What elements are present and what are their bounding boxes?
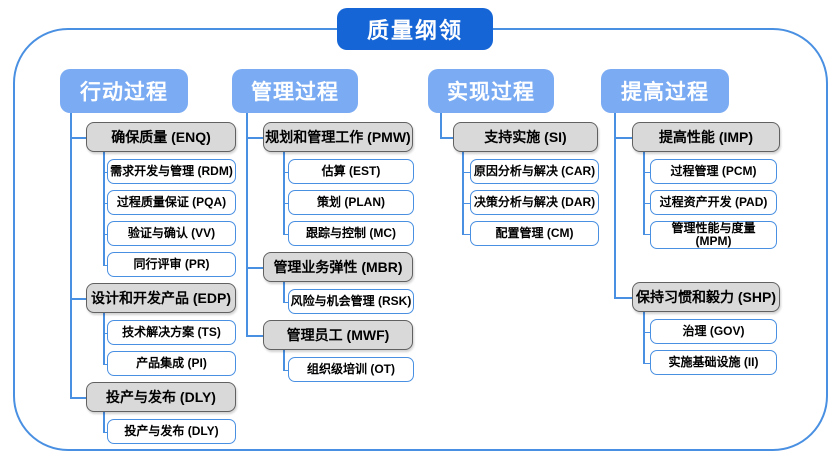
branch-line xyxy=(462,233,470,235)
trunk-line xyxy=(103,313,105,364)
process-column-header: 行动过程 xyxy=(60,69,188,113)
group-node: 规划和管理工作 (PMW) xyxy=(263,122,413,152)
sub-node: 配置管理 (CM) xyxy=(470,221,599,246)
branch-line xyxy=(614,297,632,299)
branch-line xyxy=(70,137,86,139)
sub-node: 跟踪与控制 (MC) xyxy=(288,221,414,246)
sub-node: 过程管理 (PCM) xyxy=(650,159,777,184)
sub-node: 技术解决方案 (TS) xyxy=(107,320,236,345)
trunk-line xyxy=(283,152,285,234)
sub-node: 估算 (EST) xyxy=(288,159,414,184)
group-node: 提高性能 (IMP) xyxy=(632,122,780,152)
sub-node: 过程资产开发 (PAD) xyxy=(650,190,777,215)
branch-line xyxy=(103,264,107,266)
group-node: 保持习惯和毅力 (SHP) xyxy=(632,282,780,312)
branch-line xyxy=(643,331,650,333)
branch-line xyxy=(283,369,288,371)
trunk-line xyxy=(283,282,285,302)
sub-node: 需求开发与管理 (RDM) xyxy=(107,159,236,184)
branch-line xyxy=(283,233,288,235)
process-column-header: 管理过程 xyxy=(232,69,358,113)
trunk-line xyxy=(440,113,442,137)
trunk-line xyxy=(462,152,464,234)
group-node: 确保质量 (ENQ) xyxy=(86,122,236,152)
branch-line xyxy=(103,171,107,173)
branch-line xyxy=(462,171,470,173)
branch-line xyxy=(462,202,470,204)
branch-line xyxy=(246,137,263,139)
trunk-line xyxy=(614,113,616,297)
sub-node: 原因分析与解决 (CAR) xyxy=(470,159,599,184)
branch-line xyxy=(283,301,288,303)
sub-node: 决策分析与解决 (DAR) xyxy=(470,190,599,215)
group-node: 设计和开发产品 (EDP) xyxy=(86,283,236,313)
branch-line xyxy=(103,233,107,235)
branch-line xyxy=(643,171,650,173)
sub-node: 组织级培训 (OT) xyxy=(288,357,414,382)
branch-line xyxy=(614,137,632,139)
branch-line xyxy=(103,431,107,433)
process-column-header: 实现过程 xyxy=(428,69,554,113)
trunk-line xyxy=(643,152,645,234)
group-node: 支持实施 (SI) xyxy=(453,122,598,152)
sub-node: 风险与机会管理 (RSK) xyxy=(288,289,414,314)
sub-node: 同行评审 (PR) xyxy=(107,252,236,277)
trunk-line xyxy=(103,412,105,432)
sub-node: 验证与确认 (VV) xyxy=(107,221,236,246)
branch-line xyxy=(70,298,86,300)
sub-node: 投产与发布 (DLY) xyxy=(107,419,236,444)
trunk-line xyxy=(103,152,105,265)
sub-node: 治理 (GOV) xyxy=(650,319,777,344)
branch-line xyxy=(283,171,288,173)
branch-line xyxy=(440,137,453,139)
trunk-line xyxy=(283,350,285,370)
group-node: 管理员工 (MWF) xyxy=(263,320,413,350)
branch-line xyxy=(103,363,107,365)
trunk-line xyxy=(70,113,72,397)
branch-line xyxy=(246,267,263,269)
sub-node: 管理性能与度量 (MPM) xyxy=(650,221,777,250)
branch-line xyxy=(103,332,107,334)
trunk-line xyxy=(246,113,248,335)
branch-line xyxy=(283,202,288,204)
branch-line xyxy=(643,362,650,364)
process-column-header: 提高过程 xyxy=(601,69,729,113)
branch-line xyxy=(70,397,86,399)
sub-node: 实施基础设施 (II) xyxy=(650,350,777,375)
sub-node: 策划 (PLAN) xyxy=(288,190,414,215)
branch-line xyxy=(246,335,263,337)
sub-node: 产品集成 (PI) xyxy=(107,351,236,376)
branch-line xyxy=(643,233,650,235)
diagram-title: 质量纲领 xyxy=(337,8,493,50)
group-node: 管理业务弹性 (MBR) xyxy=(263,252,413,282)
sub-node: 过程质量保证 (PQA) xyxy=(107,190,236,215)
group-node: 投产与发布 (DLY) xyxy=(86,382,236,412)
branch-line xyxy=(643,202,650,204)
trunk-line xyxy=(643,312,645,363)
branch-line xyxy=(103,202,107,204)
